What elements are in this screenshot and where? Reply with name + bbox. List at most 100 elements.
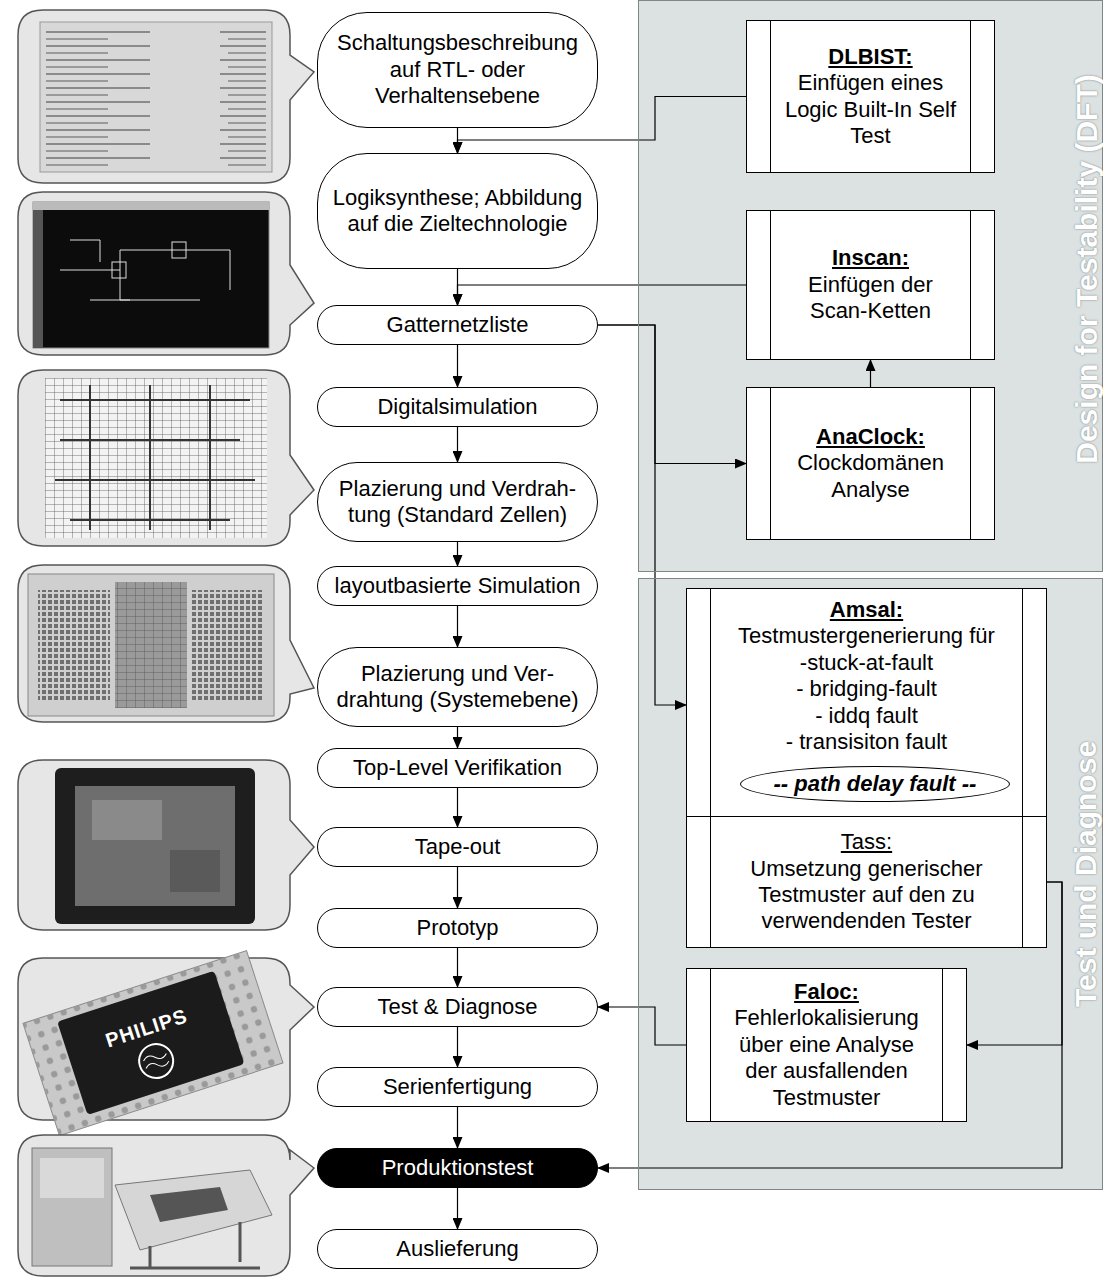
process-step: Auslieferung bbox=[317, 1229, 598, 1269]
box-heading: Inscan: bbox=[780, 245, 961, 271]
box-text: Logiksynthese; Abbildung auf die Zieltec… bbox=[328, 185, 587, 238]
memory-block bbox=[192, 590, 264, 702]
side-bar bbox=[970, 21, 971, 172]
side-bar bbox=[1022, 817, 1023, 947]
schematic-wires bbox=[60, 240, 230, 300]
dft-panel: Design for Testability (DFT)DLBIST:Einfü… bbox=[638, 0, 1103, 572]
tester-panel bbox=[40, 1158, 104, 1198]
callout-bubble bbox=[18, 1135, 314, 1276]
process-step: Gatternetzliste bbox=[317, 305, 598, 345]
connector bbox=[598, 1007, 686, 1045]
callout-bubble bbox=[18, 10, 314, 183]
side-bar bbox=[710, 969, 711, 1121]
callout-bubble bbox=[18, 370, 314, 546]
box-text: Produktionstest bbox=[328, 1155, 587, 1181]
connector bbox=[457, 1188, 458, 1229]
process-step: Schaltungsbeschreibung auf RTL- oder Ver… bbox=[317, 12, 598, 128]
box-text: layoutbasierte Simulation bbox=[328, 573, 587, 599]
highlight-ellipse: -- path delay fault -- bbox=[740, 766, 1010, 802]
routing-tracks bbox=[55, 385, 255, 530]
logo-waves bbox=[143, 1051, 170, 1072]
box-text: Prototyp bbox=[328, 915, 587, 941]
panel-title: Test und Diagnose bbox=[1071, 741, 1101, 1007]
box-text: Top-Level Verifikation bbox=[328, 755, 587, 781]
box-text: - iddq fault bbox=[717, 703, 1016, 729]
panel-title: Design for Testability (DFT) bbox=[1071, 74, 1101, 463]
ball-grid bbox=[23, 951, 283, 1136]
box-text: Einfügen der Scan-Ketten bbox=[780, 272, 961, 325]
connector bbox=[457, 788, 458, 827]
test-head bbox=[115, 1170, 272, 1250]
box-text: Gatternetzliste bbox=[328, 312, 587, 338]
connector bbox=[457, 1027, 458, 1067]
tester-stand bbox=[130, 1222, 260, 1268]
tool-box: AnaClock:Clockdomänen Analyse bbox=[746, 387, 995, 540]
box-text: Test & Diagnose bbox=[328, 994, 587, 1020]
box-text: - bridging-fault bbox=[717, 676, 1016, 702]
connector bbox=[457, 727, 458, 748]
box-text: Auslieferung bbox=[328, 1236, 587, 1262]
box-text: Fehlerlokalisierung über eine Analyse de… bbox=[724, 1005, 929, 1111]
memory-block bbox=[38, 590, 110, 702]
side-bar bbox=[770, 21, 771, 172]
code-lines bbox=[46, 30, 266, 166]
process-step: Top-Level Verifikation bbox=[317, 748, 598, 788]
die-region bbox=[170, 850, 220, 892]
callout-bubble bbox=[18, 760, 314, 930]
callout-bubble bbox=[18, 565, 314, 722]
box-heading: Amsal: bbox=[717, 597, 1016, 623]
process-step: Prototyp bbox=[317, 908, 598, 948]
routing-grid bbox=[45, 378, 267, 538]
tool-bar bbox=[33, 210, 43, 348]
box-heading: Faloc: bbox=[724, 979, 929, 1005]
schematic-gate bbox=[172, 242, 186, 258]
tool-box: Amsal:Testmustergenerierung für-stuck-at… bbox=[686, 588, 1047, 817]
box-text: -stuck-at-fault bbox=[717, 650, 1016, 676]
connector bbox=[457, 1107, 458, 1148]
process-step: Produktionstest bbox=[317, 1148, 598, 1188]
side-bar bbox=[942, 969, 943, 1121]
box-text: -- path delay fault -- bbox=[774, 771, 977, 797]
tool-box: Faloc:Fehlerlokalisierung über eine Anal… bbox=[686, 968, 967, 1122]
box-text: Serienfertigung bbox=[328, 1074, 587, 1100]
side-bar bbox=[770, 388, 771, 539]
box-text: Plazierung und Verdrah- tung (Standard Z… bbox=[328, 476, 587, 529]
routing-layout bbox=[45, 378, 267, 538]
connector bbox=[457, 427, 458, 462]
process-step: Plazierung und Ver- drahtung (Systemeben… bbox=[317, 647, 598, 727]
box-heading: Tass: bbox=[717, 829, 1016, 855]
box-text: Digitalsimulation bbox=[328, 394, 587, 420]
chip-layout bbox=[28, 574, 274, 716]
side-bar bbox=[970, 211, 971, 359]
box-heading: AnaClock: bbox=[780, 424, 961, 450]
box-text: Umsetzung generischer Testmuster auf den… bbox=[717, 856, 1016, 935]
logic-grid bbox=[115, 582, 187, 708]
connector bbox=[457, 606, 458, 647]
box-text: Clockdomänen Analyse bbox=[780, 450, 961, 503]
schematic-gate bbox=[112, 262, 126, 278]
connector bbox=[457, 345, 458, 387]
process-step: Logiksynthese; Abbildung auf die Zieltec… bbox=[317, 153, 598, 269]
tool-box: Inscan:Einfügen der Scan-Ketten bbox=[746, 210, 995, 360]
box-text: Testmustergenerierung für bbox=[717, 623, 1016, 649]
tester-cabinet bbox=[32, 1148, 112, 1266]
side-bar bbox=[1022, 589, 1023, 816]
connector bbox=[457, 542, 458, 566]
tool-box: DLBIST:Einfügen eines Logic Built-In Sel… bbox=[746, 20, 995, 173]
menu-bar bbox=[33, 202, 269, 210]
connector bbox=[457, 948, 458, 987]
connector bbox=[598, 325, 746, 464]
process-step: Tape-out bbox=[317, 827, 598, 867]
box-heading: DLBIST: bbox=[780, 44, 961, 70]
schematic-screen bbox=[33, 202, 269, 348]
process-step: Test & Diagnose bbox=[317, 987, 598, 1027]
side-bar bbox=[970, 388, 971, 539]
box-text: Einfügen eines Logic Built-In Self Test bbox=[780, 70, 961, 149]
box-text: - transisiton fault bbox=[717, 729, 1016, 755]
die-package bbox=[55, 768, 255, 924]
process-step: Digitalsimulation bbox=[317, 387, 598, 427]
process-step: Serienfertigung bbox=[317, 1067, 598, 1107]
die-region bbox=[92, 800, 162, 840]
test-panel: Test und Diagnose Amsal:Testmustergenerie… bbox=[638, 578, 1103, 1190]
connector bbox=[457, 867, 458, 908]
